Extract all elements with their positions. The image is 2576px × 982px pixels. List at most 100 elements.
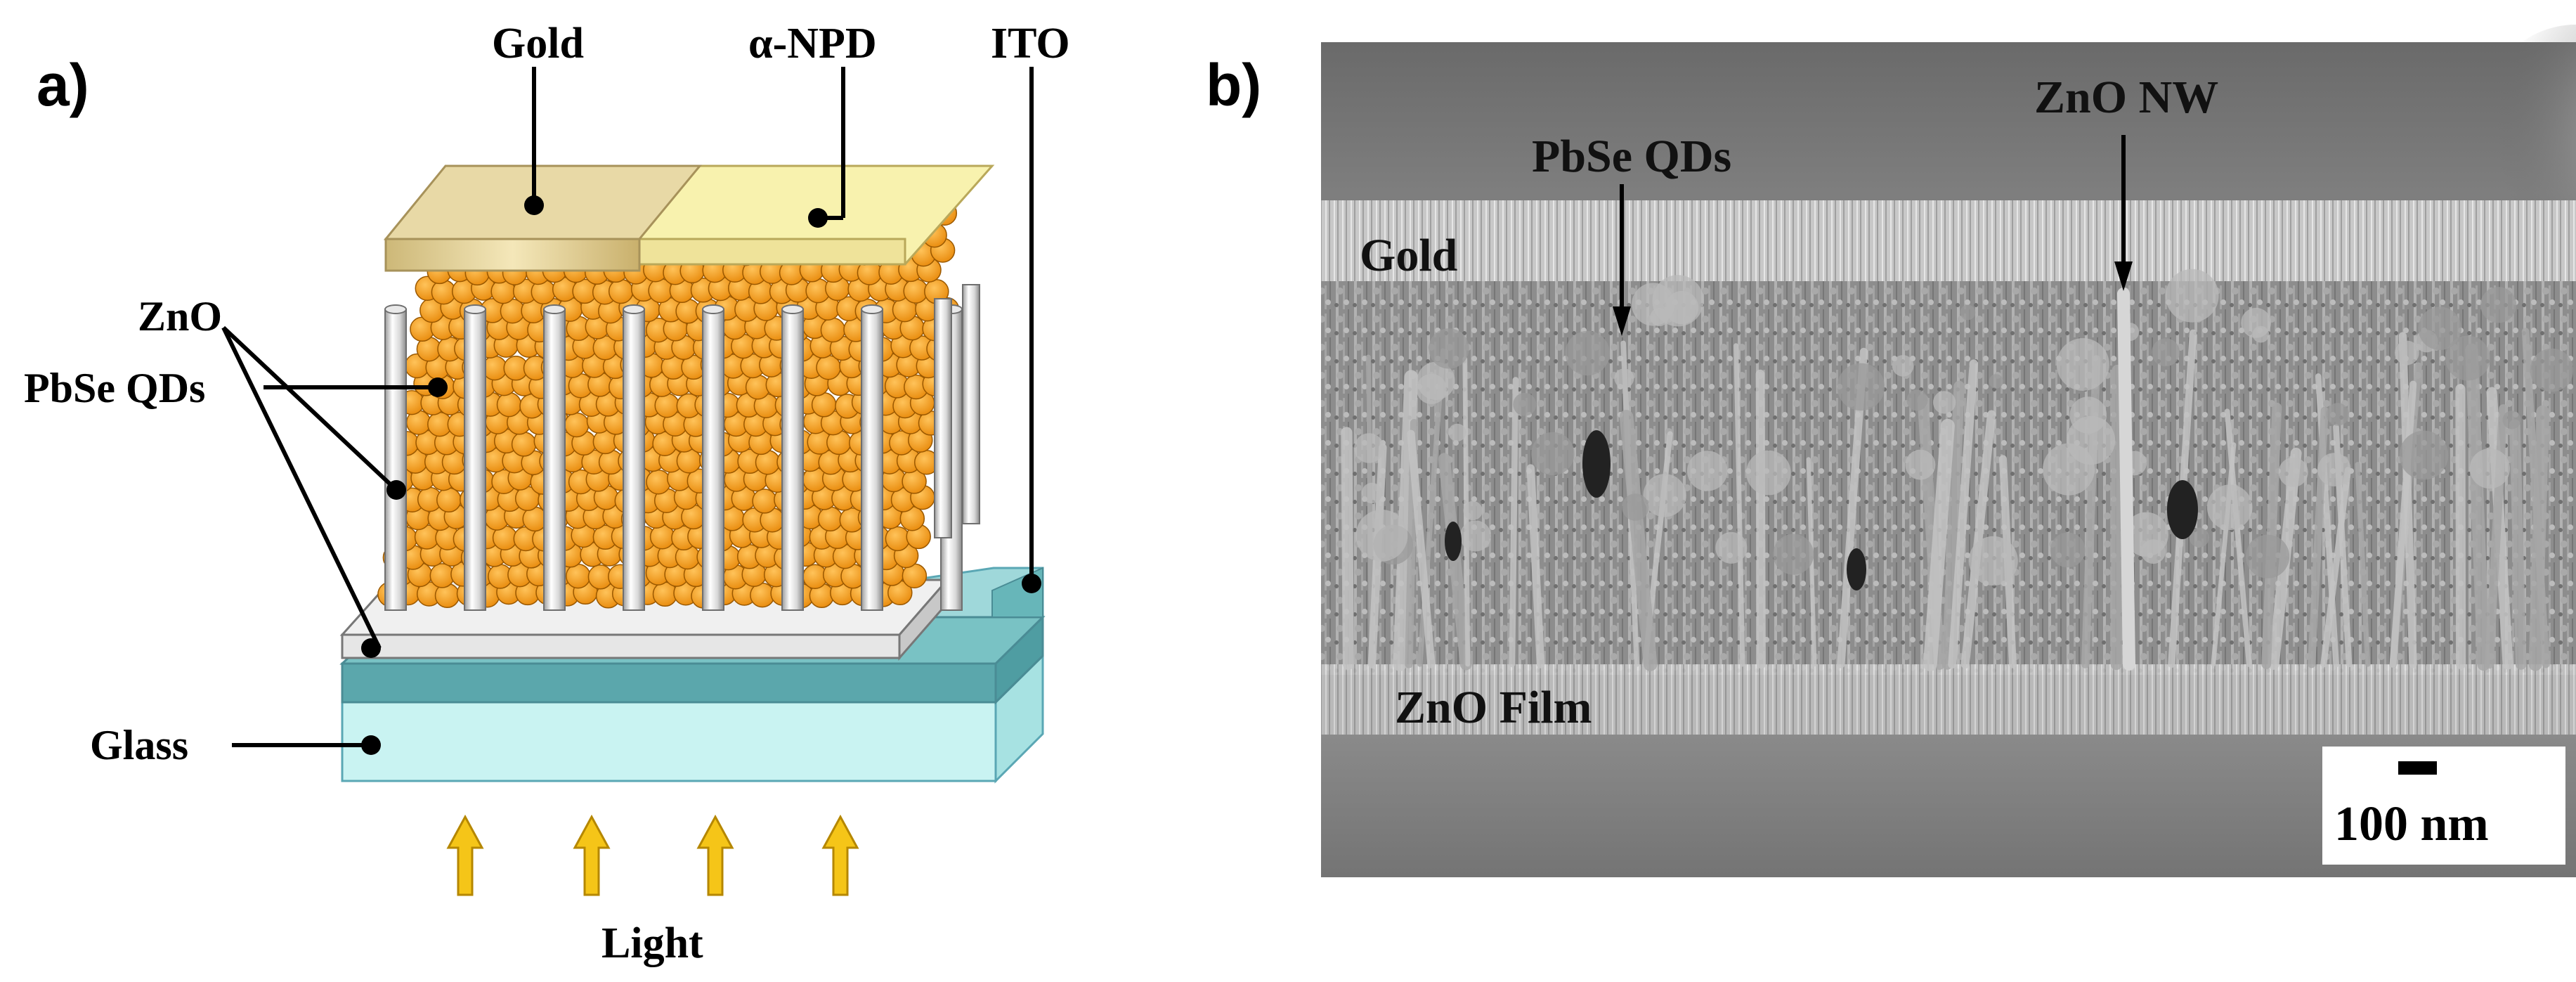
sem-particle-cluster xyxy=(1665,290,1699,325)
sem-glow xyxy=(2478,25,2576,235)
sem-wire-streak xyxy=(1341,427,1354,671)
sem-wire-streak xyxy=(2389,380,2417,668)
sem-particle-cluster xyxy=(2395,340,2419,366)
sem-particle-cluster xyxy=(1968,536,2018,586)
panel-a-letter: a) xyxy=(37,52,89,118)
nanowire xyxy=(934,298,952,538)
sem-particle-cluster xyxy=(2502,411,2521,429)
light-arrow xyxy=(446,814,484,896)
sem-wire-streak xyxy=(1941,380,1965,670)
sem-particle-cluster xyxy=(2189,527,2209,548)
device-schematic xyxy=(339,164,1046,784)
sem-particle-cluster xyxy=(1463,500,1483,521)
sem-particle-cluster xyxy=(2317,453,2351,486)
label-glass: Glass xyxy=(90,722,188,768)
quantum-dot xyxy=(820,317,846,343)
sem-particle-cluster xyxy=(1773,534,1814,575)
sem-wire-streak xyxy=(2528,405,2550,671)
nanowire-tip xyxy=(861,304,883,314)
sem-particle-cluster xyxy=(2399,430,2449,480)
sem-micrograph xyxy=(1321,25,2576,877)
light-arrow xyxy=(696,814,734,896)
sem-particle-cluster xyxy=(2246,534,2290,579)
sem-particle-cluster xyxy=(2123,512,2168,557)
light-arrow xyxy=(821,814,859,896)
sem-particle-cluster xyxy=(1687,451,1728,491)
panel-b-letter: b) xyxy=(1206,52,1261,118)
glass-front-face xyxy=(341,701,997,782)
sem-particle-cluster xyxy=(1989,374,2003,389)
sem-arrows xyxy=(1613,135,2133,336)
scale-bar-box xyxy=(2322,747,2565,865)
sem-wire-streak xyxy=(2485,404,2508,669)
sem-wire-streak xyxy=(2211,442,2237,667)
sem-particle-cluster xyxy=(2445,335,2490,381)
sem-particle-cluster xyxy=(1355,510,1408,562)
sem-particle-cluster xyxy=(1416,373,1447,404)
sem-particle-cluster xyxy=(1513,392,1537,416)
sem-particle-cluster xyxy=(2530,348,2574,392)
scale-bar: 100 nm xyxy=(2322,747,2565,865)
sem-highlighted-nanowire xyxy=(2117,288,2135,671)
sem-label-gold: Gold xyxy=(1360,230,1457,281)
sem-particle-cluster xyxy=(1361,482,1383,504)
quantum-dot xyxy=(482,355,507,381)
sem-particle-cluster xyxy=(1459,520,1491,552)
quantum-dot xyxy=(564,412,590,438)
nanowire xyxy=(623,309,645,611)
sem-particle-cluster xyxy=(1715,531,1748,564)
sem-particle-cluster xyxy=(1892,355,1914,377)
scale-bar-line xyxy=(2398,761,2437,775)
nanowire-tip xyxy=(702,304,724,314)
nanowire xyxy=(543,309,566,611)
nanowire-tip xyxy=(623,304,645,314)
nanowire-tip xyxy=(781,304,804,314)
sem-wire-streak xyxy=(2465,343,2490,671)
label-ito: ITO xyxy=(991,20,1070,67)
nanowire-tip xyxy=(543,304,566,314)
sem-particle-cluster xyxy=(1650,307,1669,327)
sem-gold-crust xyxy=(1321,200,2576,281)
sem-particle-cluster xyxy=(1429,328,1469,369)
sem-wire-streak xyxy=(1407,429,1436,668)
sem-particle-cluster xyxy=(2165,269,2219,323)
label-alpha-npd: α-NPD xyxy=(748,20,877,67)
sem-wire-streak xyxy=(1526,464,1545,668)
sem-wire-streak xyxy=(2110,364,2123,671)
quantum-dot xyxy=(654,392,679,418)
sem-wire-streak xyxy=(1948,359,1978,669)
sem-particle-cluster xyxy=(1960,304,1976,321)
gold-layer-front xyxy=(384,238,641,272)
sem-particle-cluster xyxy=(2056,338,2109,391)
sem-particle-cluster xyxy=(2050,532,2086,568)
sem-particle-cluster xyxy=(1932,391,1956,414)
sem-particle-cluster xyxy=(1746,450,1791,496)
sem-particle-cluster xyxy=(2152,338,2180,367)
zno-nanowires xyxy=(384,284,980,611)
nanowire-tip xyxy=(464,304,486,314)
sem-nanowire-streaks xyxy=(1341,269,2574,671)
sem-voids xyxy=(1445,430,2198,590)
label-gold: Gold xyxy=(492,20,584,67)
sem-particle-cluster xyxy=(1531,432,1575,476)
sem-wire-streak xyxy=(2320,467,2351,668)
quantum-dot xyxy=(752,489,777,514)
light-arrows xyxy=(446,814,859,896)
sem-wire-streak xyxy=(2509,419,2527,670)
quantum-dot xyxy=(496,392,522,418)
sem-label-zno-film: ZnO Film xyxy=(1395,682,1592,733)
quantum-dot xyxy=(811,392,837,418)
sem-particle-cluster xyxy=(1906,389,1928,411)
nanowire xyxy=(464,309,486,611)
sem-wire-streak xyxy=(1393,370,1419,671)
light-arrow xyxy=(573,814,611,896)
sem-wire-streak xyxy=(1438,453,1472,671)
sem-label-pbse-qds: PbSe QDs xyxy=(1532,131,1731,182)
nanowire-tip xyxy=(384,304,407,314)
sem-wire-streak xyxy=(1509,377,1519,668)
sem-wire-streak xyxy=(1960,410,1996,669)
sem-particle-cluster xyxy=(2326,403,2350,426)
sem-particle-cluster xyxy=(2043,443,2095,496)
sem-wire-streak xyxy=(1733,343,1745,667)
